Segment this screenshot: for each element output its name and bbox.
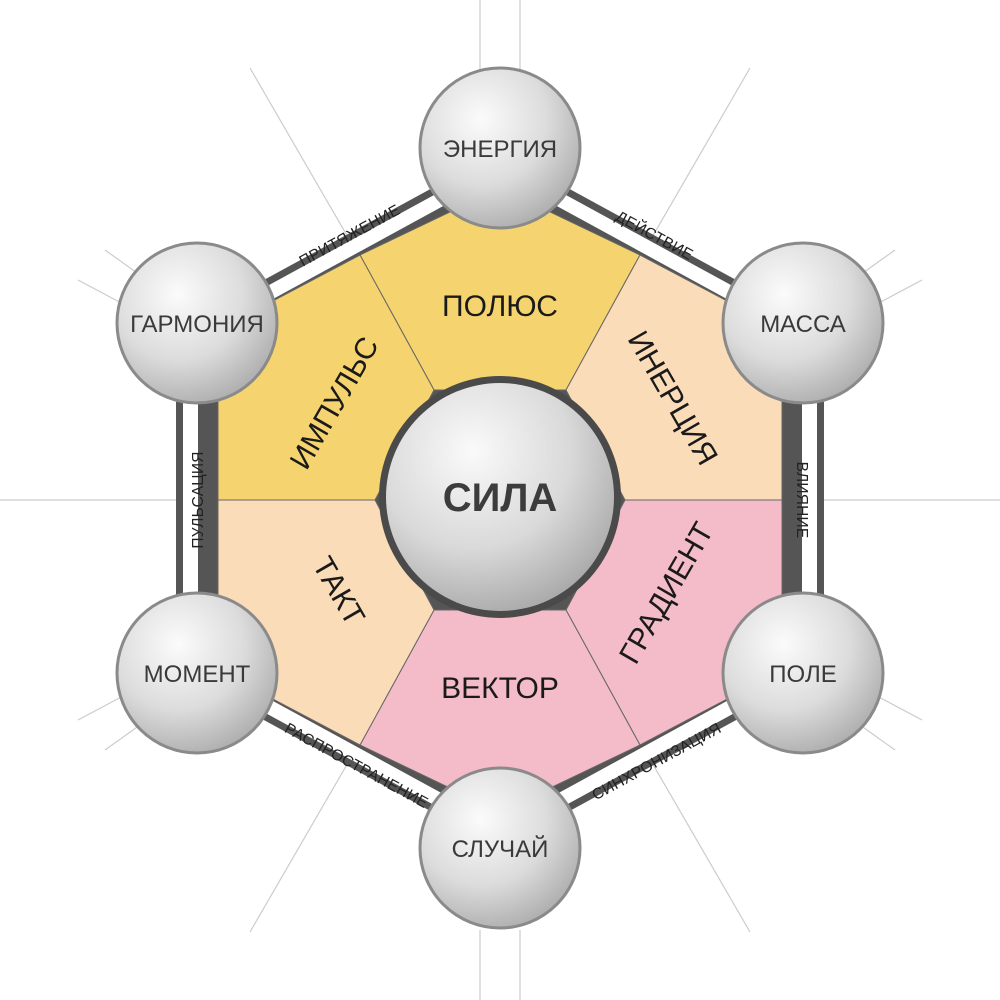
ray (859, 724, 896, 751)
sphere (115, 591, 279, 755)
ray (104, 249, 141, 276)
node-sluchay: СЛУЧАЙ (418, 766, 582, 930)
sphere (721, 241, 885, 405)
edge-label-pulsatsiya: ПУЛЬСАЦИЯ (190, 451, 207, 548)
node-moment: МОМЕНТ (115, 591, 279, 755)
node-label-garmoniya: ГАРМОНИЯ (130, 311, 264, 338)
ray (859, 249, 896, 276)
ray (874, 694, 923, 721)
ray (249, 67, 361, 259)
segment-label-polus: ПОЛЮС (442, 290, 558, 323)
center-node: СИЛА (379, 376, 621, 618)
sphere (418, 66, 582, 230)
node-label-energiya: ЭНЕРГИЯ (443, 136, 557, 163)
sphere (418, 766, 582, 930)
node-garmoniya: ГАРМОНИЯ (115, 241, 279, 405)
edge-label-vliyanie: ВЛИЯНИЕ (793, 462, 810, 539)
node-pole: ПОЛЕ (721, 591, 885, 755)
ray (639, 67, 751, 259)
center-label: СИЛА (443, 476, 558, 520)
node-massa: МАССА (721, 241, 885, 405)
ray (77, 694, 126, 721)
ray (874, 279, 923, 306)
sphere (115, 241, 279, 405)
node-label-massa: МАССА (760, 311, 846, 338)
sphere (721, 591, 885, 755)
ray (639, 741, 751, 933)
node-label-sluchay: СЛУЧАЙ (452, 835, 549, 863)
ray (104, 724, 141, 751)
node-energiya: ЭНЕРГИЯ (418, 66, 582, 230)
ray (77, 279, 126, 306)
segment-label-vektor: ВЕКТОР (441, 672, 559, 705)
ray (249, 741, 361, 933)
node-label-moment: МОМЕНТ (144, 661, 251, 688)
center-sphere-face (386, 383, 614, 611)
node-label-pole: ПОЛЕ (769, 661, 836, 688)
